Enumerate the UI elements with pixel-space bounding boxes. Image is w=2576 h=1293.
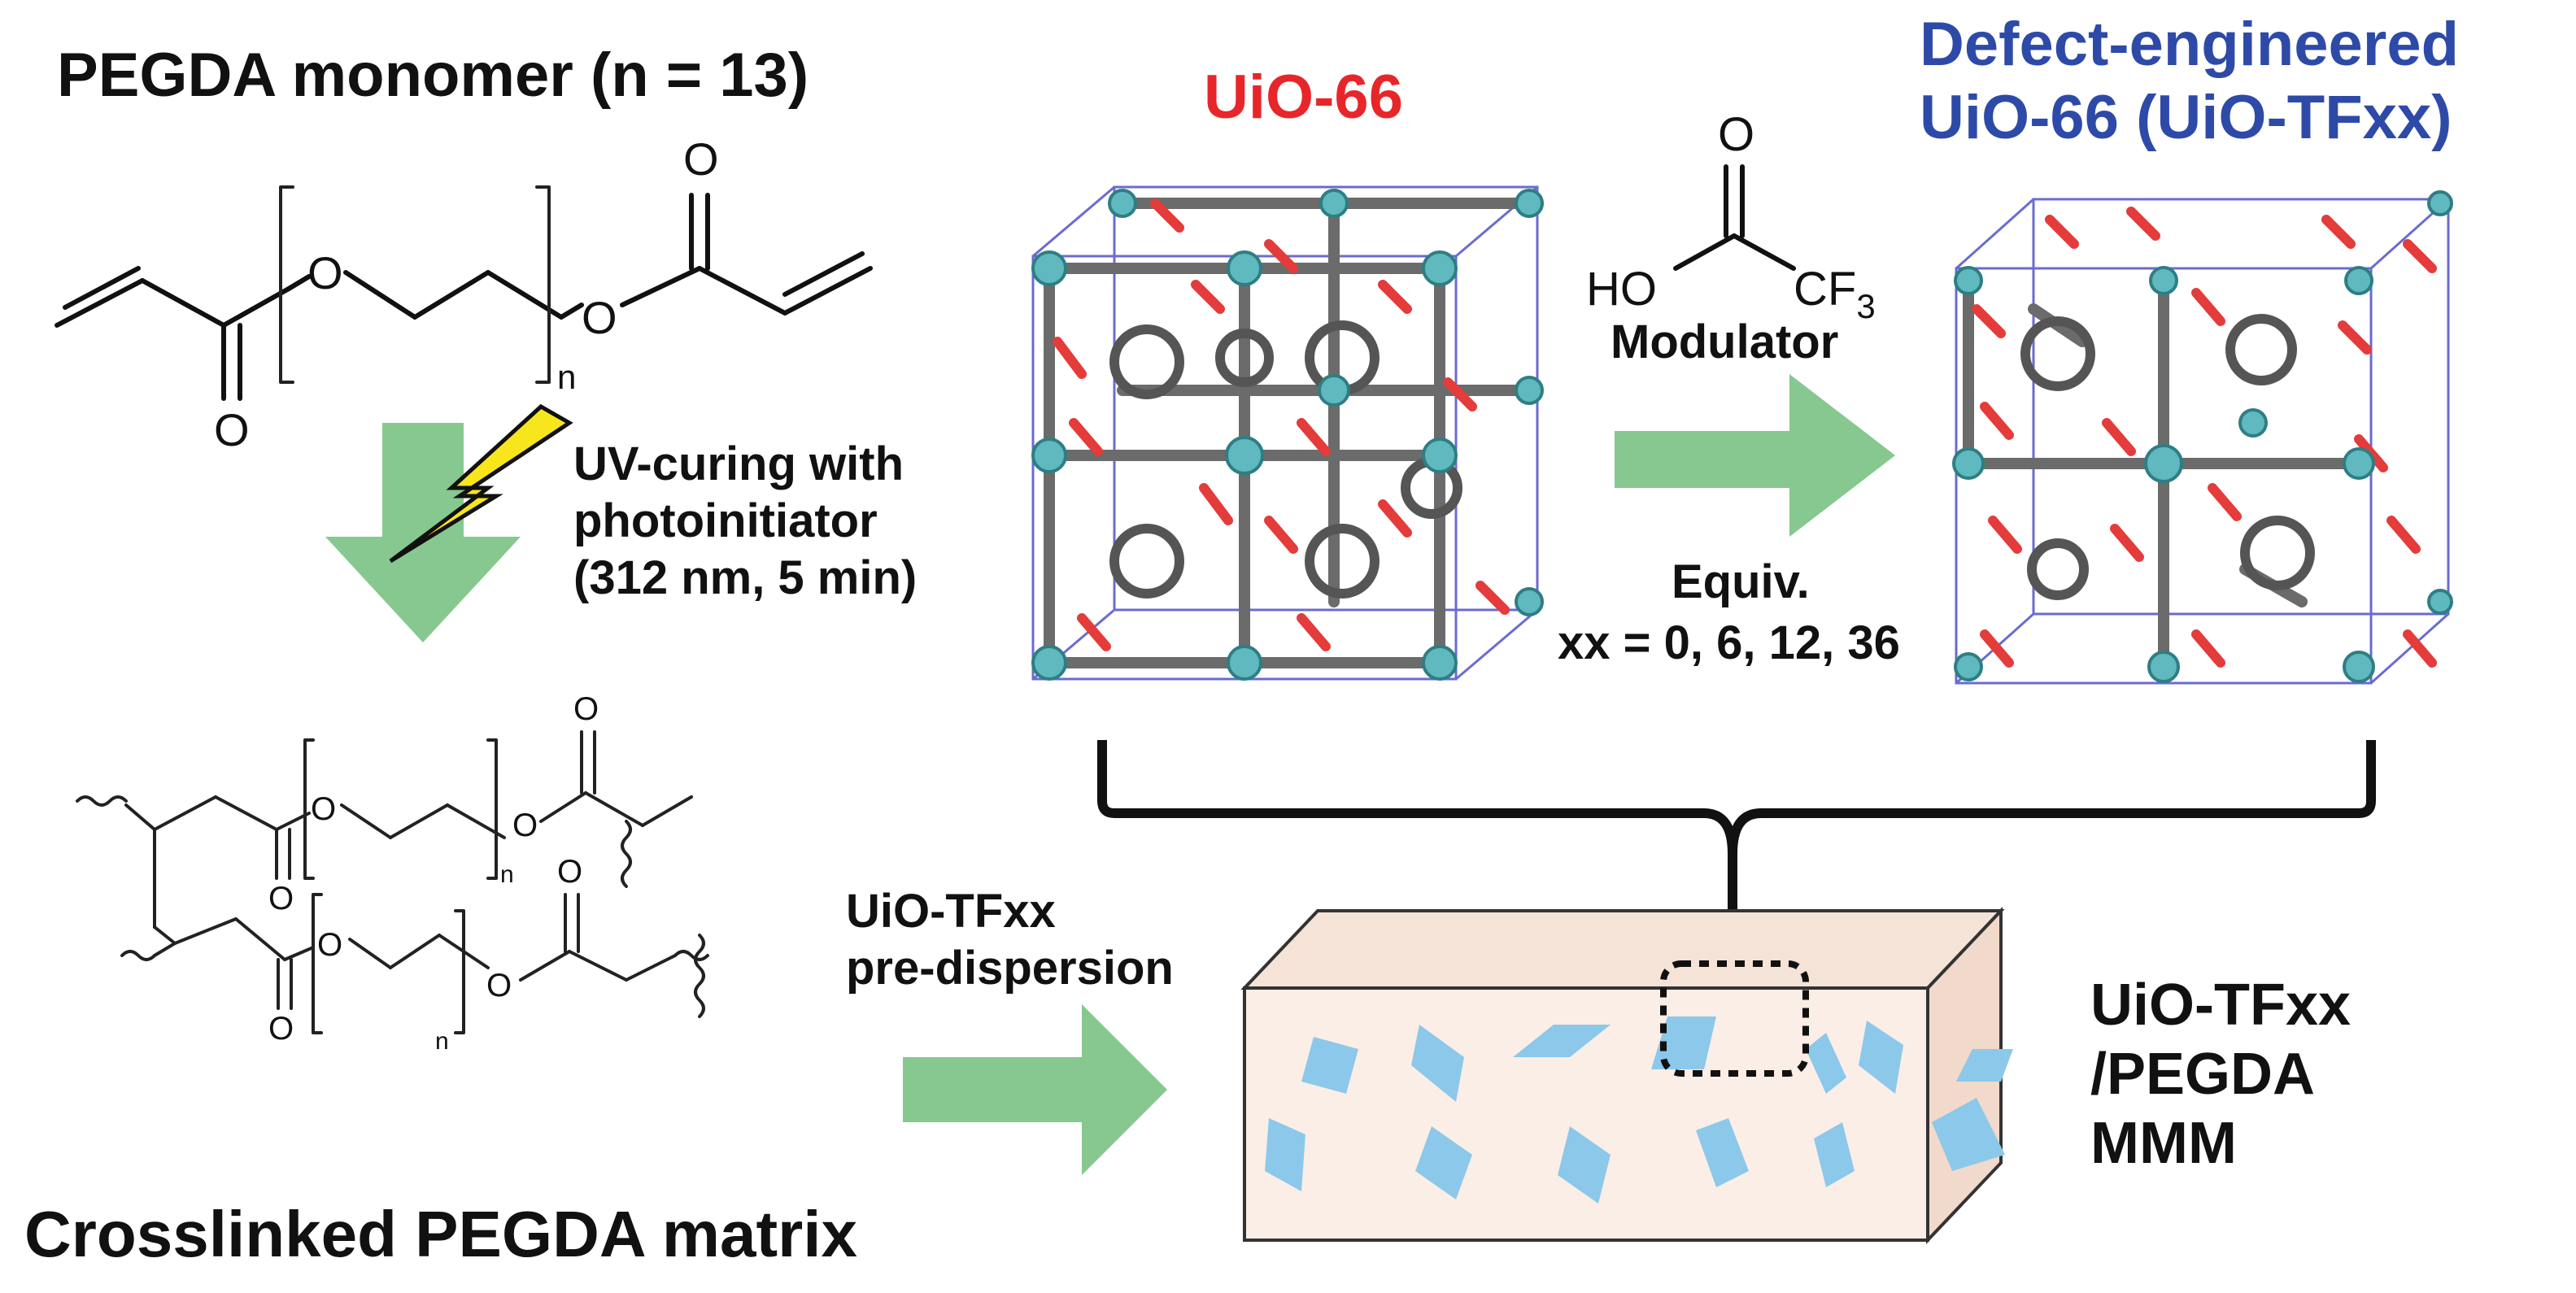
defect-title-line1: Defect-engineered [1920,10,2459,79]
lightning-icon [389,403,573,564]
right-arrow-mof [1615,374,1895,537]
nw-o-5: O [268,1011,294,1047]
down-arrow [325,423,521,642]
nw-o-4: O [573,691,599,727]
ether-o-1: O [307,247,343,298]
nw-o-7: O [486,968,512,1003]
nw-o-8: O [557,854,582,890]
nw-o-3: O [512,808,538,843]
carbonyl-o-right: O [683,133,719,185]
bracket-connector [1097,740,2376,956]
crosslinked-matrix-caption: Crosslinked PEGDA matrix [24,1198,857,1270]
repeat-n: n [557,358,576,396]
uv-curing-line3: (312 nm, 5 min) [573,551,917,604]
mmm-label-line2: /PEGDA [2090,1042,2315,1107]
defect-title-line2: UiO-66 (UiO-TFxx) [1920,83,2452,152]
equiv-label: Equiv. [1672,555,1810,608]
pegda-monomer-title: PEGDA monomer (n = 13) [57,41,809,110]
mmm-label-line1: UiO-TFxx [2090,973,2351,1038]
nw-n-2: n [435,1028,449,1055]
mmm-membrane-block [1240,906,2013,1245]
tfa-cf: CF3 [1794,263,1876,325]
xx-values-label: xx = 0, 6, 12, 36 [1558,616,1900,669]
nw-n-1: n [500,861,514,888]
uv-curing-line2: photoinitiator [573,494,878,547]
uio-tfxx-crystal [1952,190,2453,685]
ether-o-2: O [582,292,617,343]
right-arrow-dispersion [903,1004,1167,1175]
predispersion-line2: pre-dispersion [846,942,1174,995]
tfa-ho: HO [1586,263,1657,316]
uio66-title: UiO-66 [1204,63,1403,132]
predispersion-line1: UiO-TFxx [846,885,1056,938]
crosslinked-network-structure: O O n O O O O n O [76,691,709,1055]
pegda-monomer-structure: O O n O O [54,133,873,455]
tfa-modulator-structure: O HO CF3 [1586,108,1876,325]
mmm-label-line3: MMM [2090,1111,2237,1176]
carbonyl-o-left: O [214,404,250,455]
uv-curing-line1: UV-curing with [573,438,904,490]
nw-o-2: O [311,791,336,827]
nw-o-6: O [317,927,342,963]
uio66-crystal [1031,185,1544,681]
tfa-o: O [1718,108,1754,161]
nw-o-1: O [268,881,294,916]
modulator-label: Modulator [1611,316,1838,368]
